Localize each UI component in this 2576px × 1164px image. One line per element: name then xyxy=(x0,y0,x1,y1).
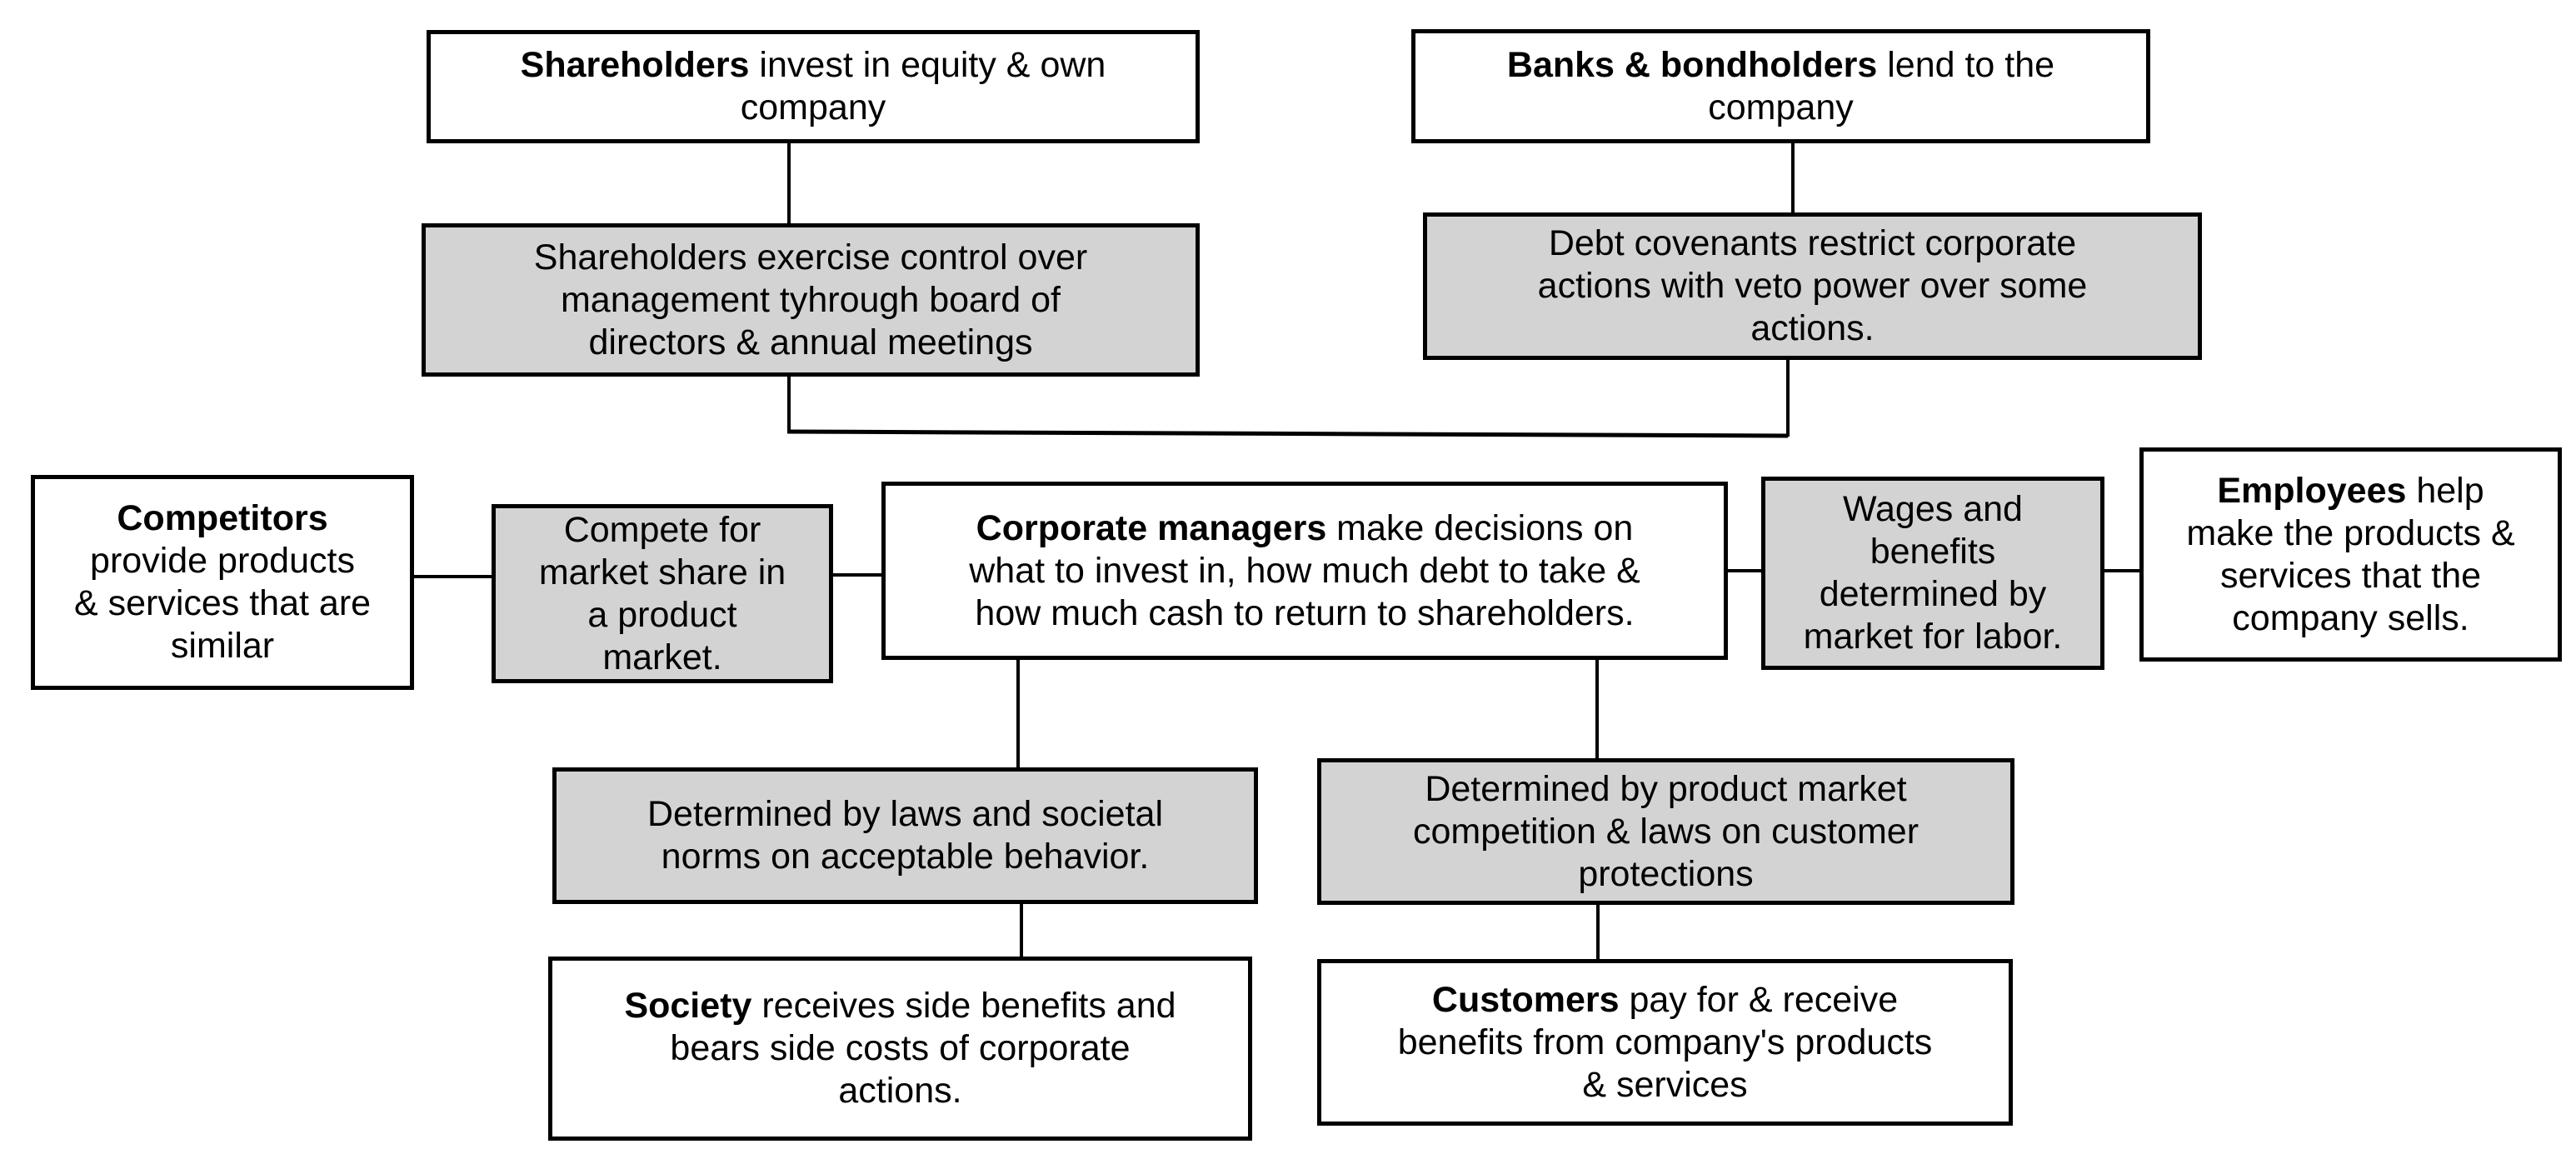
debt-covenants-text: Debt covenants restrict corporate action… xyxy=(1537,223,2088,348)
compete-market-text: Compete for market share in a product ma… xyxy=(538,509,786,677)
product-market-competition-text: Determined by product market competition… xyxy=(1412,768,1920,894)
laws-norms-text: Determined by laws and societal norms on… xyxy=(646,794,1164,877)
corporate-managers-label: Corporate managers xyxy=(976,507,1327,548)
wages-benefits-box: Wages and benefits determined by market … xyxy=(1761,477,2104,670)
corporate-managers-text: Corporate managers make decisions on wha… xyxy=(969,507,1640,633)
corporate-managers-box: Corporate managers make decisions on wha… xyxy=(881,482,1728,660)
customers-box: Customers pay for & receive benefits fro… xyxy=(1317,959,2013,1126)
employees-box: Employees help make the products & servi… xyxy=(2139,447,2562,662)
employees-text: Employees help make the products & servi… xyxy=(2186,470,2515,638)
banks-bondholders-label: Banks & bondholders xyxy=(1506,44,1878,85)
competitors-box: Competitors provide products & services … xyxy=(31,475,414,690)
society-box: Society receives side benefits and bears… xyxy=(548,957,1252,1141)
society-label: Society xyxy=(624,986,752,1026)
shareholders-label: Shareholders xyxy=(520,45,750,85)
laws-norms-box: Determined by laws and societal norms on… xyxy=(552,767,1258,904)
wages-benefits-text: Wages and benefits determined by market … xyxy=(1803,489,2063,657)
connector-junction-horizontal xyxy=(786,429,1789,438)
society-text: Society receives side benefits and bears… xyxy=(624,986,1176,1111)
shareholder-control-box: Shareholders exercise control over manag… xyxy=(422,223,1200,377)
compete-market-box: Compete for market share in a product ma… xyxy=(492,504,833,683)
employees-label: Employees xyxy=(2217,470,2407,511)
banks-bondholders-text: Banks & bondholders lend to the company xyxy=(1506,44,2055,127)
shareholder-control-text: Shareholders exercise control over manag… xyxy=(533,237,1088,362)
debt-covenants-box: Debt covenants restrict corporate action… xyxy=(1423,212,2202,360)
competitors-label: Competitors xyxy=(117,498,328,538)
customers-text: Customers pay for & receive benefits fro… xyxy=(1397,979,1933,1105)
product-market-competition-box: Determined by product market competition… xyxy=(1317,758,2014,905)
customers-label: Customers xyxy=(1431,979,1620,1020)
competitors-text: Competitors provide products & services … xyxy=(73,498,372,666)
shareholders-text: Shareholders invest in equity & own comp… xyxy=(520,45,1106,127)
shareholders-box: Shareholders invest in equity & own comp… xyxy=(427,30,1200,143)
banks-bondholders-box: Banks & bondholders lend to the company xyxy=(1411,29,2150,143)
